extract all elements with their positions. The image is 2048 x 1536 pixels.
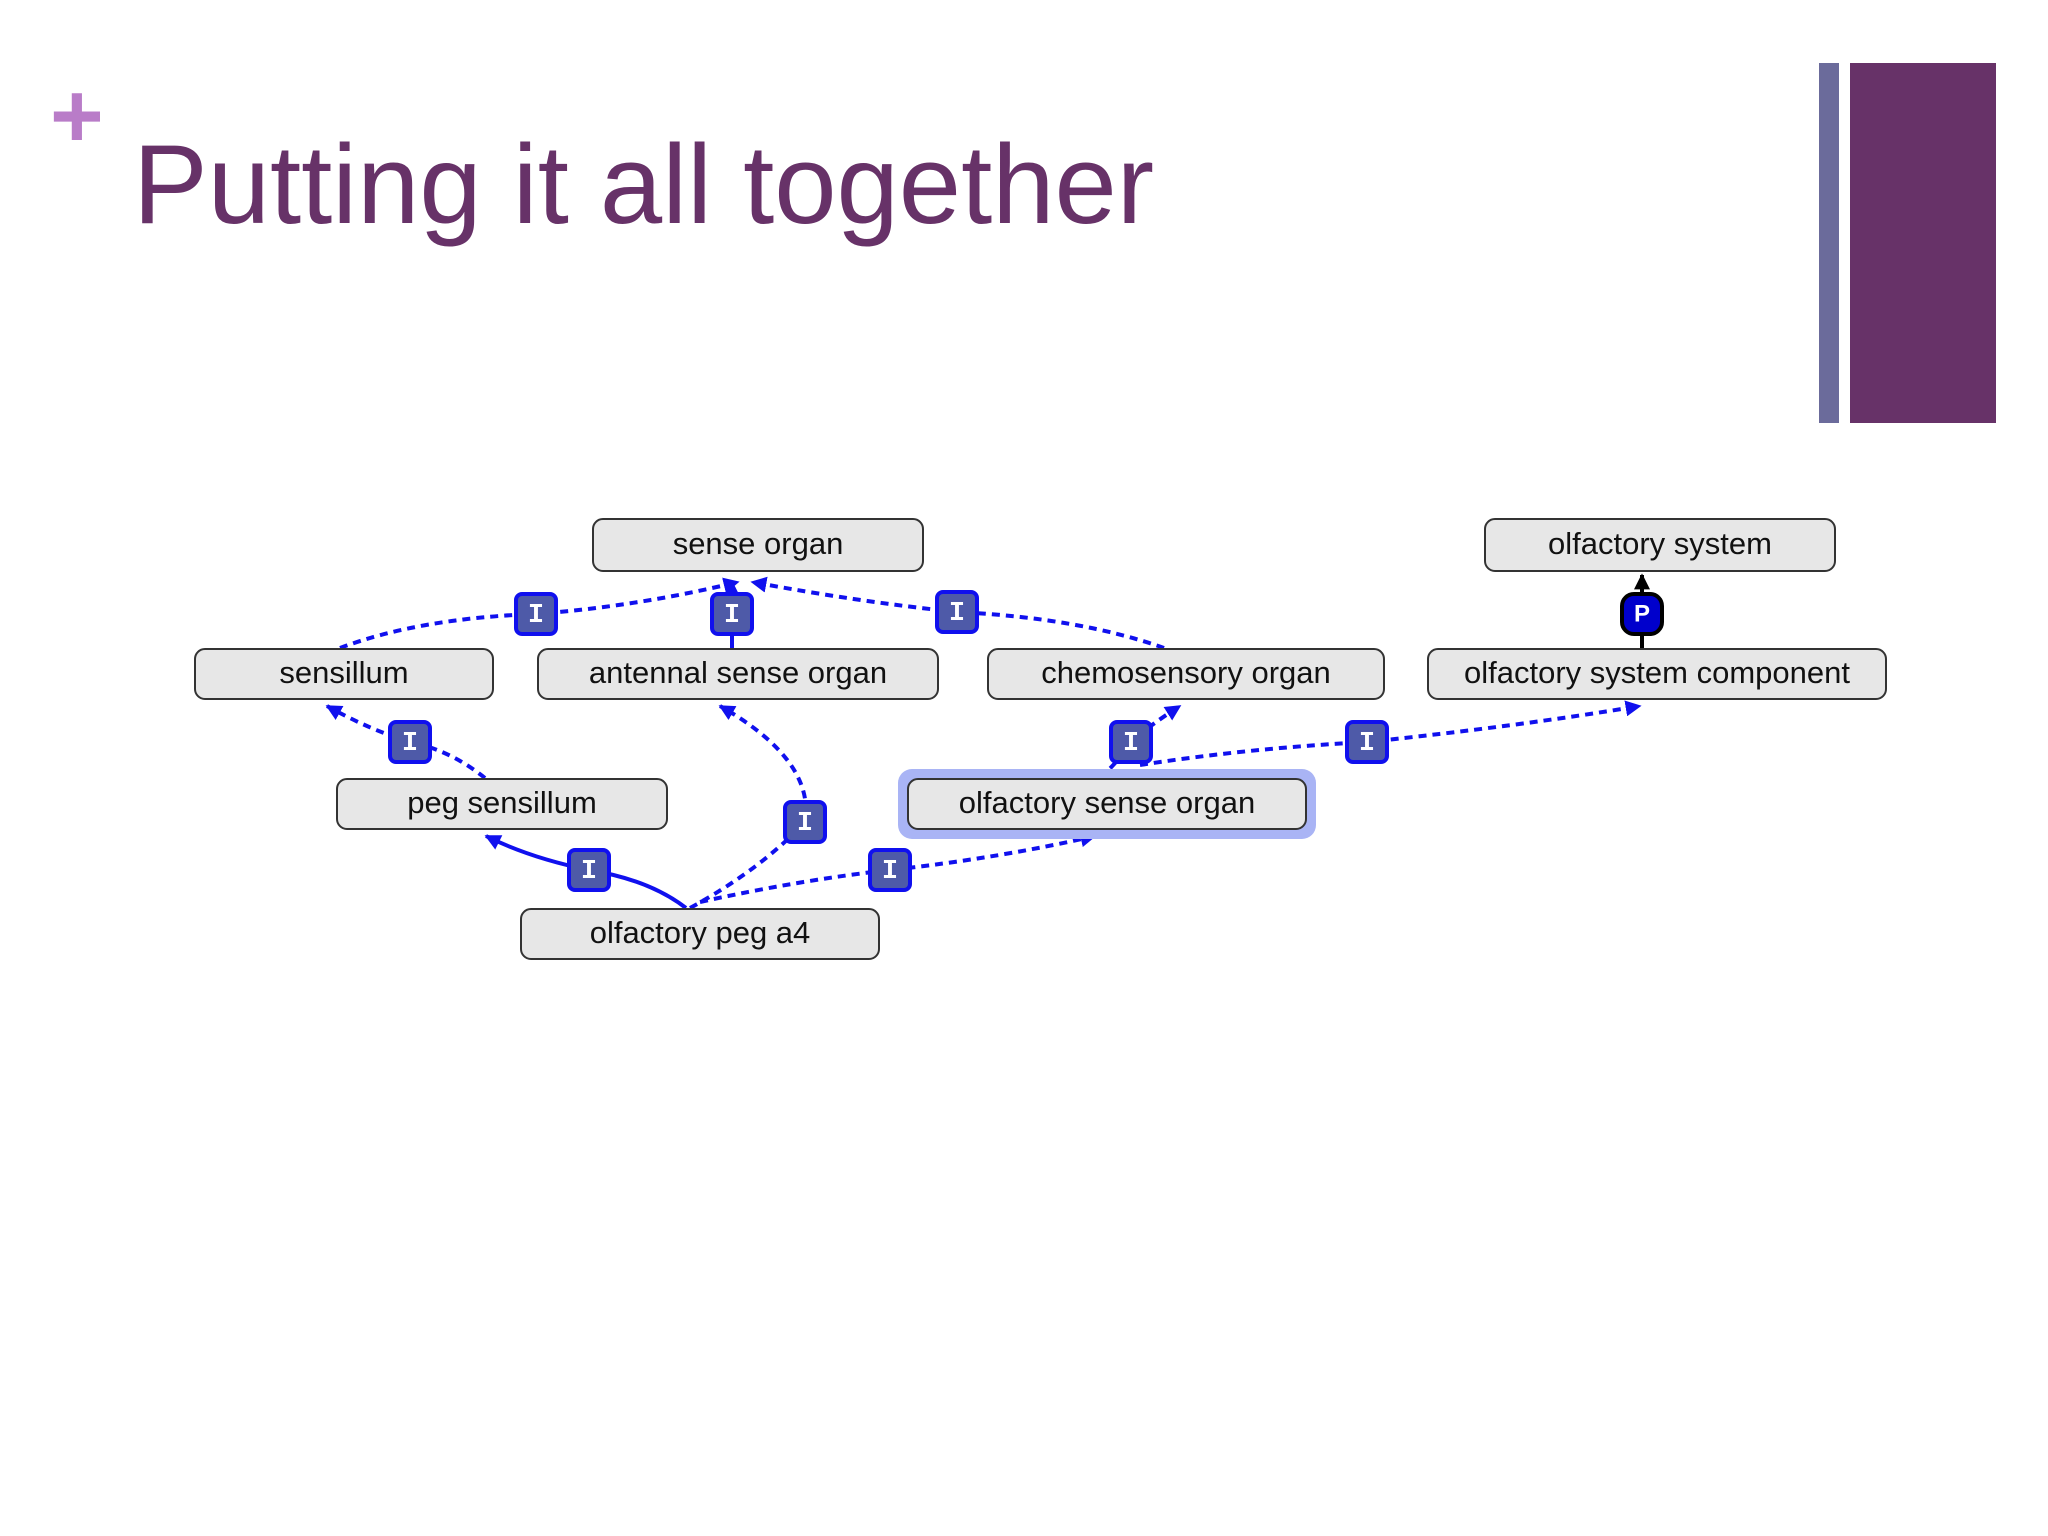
edge-type-label: I	[402, 729, 418, 759]
edge-badge-box	[868, 848, 912, 892]
node-label: olfactory system component	[1464, 655, 1850, 690]
node-label: olfactory peg a4	[590, 915, 811, 950]
node-box	[907, 778, 1307, 830]
edge-badge-i: I	[567, 848, 611, 892]
edge-badge-box	[388, 720, 432, 764]
node-box	[1484, 518, 1836, 572]
node-olfactory-system[interactable]: olfactory system	[1484, 518, 1836, 572]
edge-badge-box	[514, 592, 558, 636]
node-chemosensory-organ[interactable]: chemosensory organ	[987, 648, 1385, 700]
slide-title: Putting it all together	[133, 122, 1155, 247]
edge-badge-box	[935, 590, 979, 634]
edge-badge-box	[567, 848, 611, 892]
node-olfactory-system-component[interactable]: olfactory system component	[1427, 648, 1887, 700]
node-label: antennal sense organ	[589, 655, 887, 690]
plus-icon: +	[50, 65, 104, 167]
edge-peg-sensillum-to-sensillum	[325, 704, 487, 780]
edge-badge-i: I	[1109, 720, 1153, 764]
node-box	[520, 908, 880, 960]
edge-badge-i: I	[783, 800, 827, 844]
edge-badge-box	[1345, 720, 1389, 764]
edge-type-label: I	[528, 601, 544, 631]
edge-badge-box	[783, 800, 827, 844]
node-label: sense organ	[673, 526, 844, 561]
edge-type-label: I	[949, 599, 965, 629]
edge-badge-i: I	[868, 848, 912, 892]
edge-type-label: I	[797, 809, 813, 839]
edge-badge-box	[1109, 720, 1153, 764]
accent-bar-thin	[1819, 63, 1839, 423]
edge-olfactory-peg-a4-to-olfactory-sense-organ	[699, 831, 1097, 904]
accent-bar-thick	[1850, 63, 1996, 423]
edge-type-label: P	[1634, 600, 1650, 627]
edge-badge-box	[1620, 592, 1664, 636]
edge-badge-p: P	[1620, 592, 1664, 636]
edge-type-label: I	[1359, 729, 1375, 759]
edge-type-label: I	[1123, 729, 1139, 759]
node-sense-organ[interactable]: sense organ	[592, 518, 924, 572]
node-label: sensillum	[279, 655, 408, 690]
edge-badge-i: I	[935, 590, 979, 634]
badges-layer: I I I P I I I I I I	[388, 590, 1664, 892]
edge-badge-i: I	[710, 592, 754, 636]
node-peg-sensillum[interactable]: peg sensillum	[336, 778, 668, 830]
node-sensillum[interactable]: sensillum	[194, 648, 494, 700]
node-label: olfactory sense organ	[959, 785, 1255, 820]
node-olfactory-peg-a4[interactable]: olfactory peg a4	[520, 908, 880, 960]
node-box	[537, 648, 939, 700]
node-box	[592, 518, 924, 572]
node-box	[1427, 648, 1887, 700]
node-label: olfactory system	[1548, 526, 1772, 561]
edge-olfactory-sense-organ-to-olfactory-system-component	[1139, 700, 1642, 767]
node-olfactory-sense-organ[interactable]: olfactory sense organ	[898, 769, 1316, 839]
node-antennal-sense-organ[interactable]: antennal sense organ	[537, 648, 939, 700]
edge-badge-box	[710, 592, 754, 636]
node-label: chemosensory organ	[1041, 655, 1331, 690]
nodes-layer: sense organ olfactory system sensillum ante…	[194, 518, 1887, 960]
edge-type-label: I	[581, 857, 597, 887]
edge-type-label: I	[882, 857, 898, 887]
edge-type-label: I	[724, 601, 740, 631]
node-box	[336, 778, 668, 830]
node-box	[987, 648, 1385, 700]
edge-badge-i: I	[1345, 720, 1389, 764]
edge-badge-i: I	[388, 720, 432, 764]
node-box	[194, 648, 494, 700]
node-label: peg sensillum	[407, 785, 597, 820]
edge-badge-i: I	[514, 592, 558, 636]
